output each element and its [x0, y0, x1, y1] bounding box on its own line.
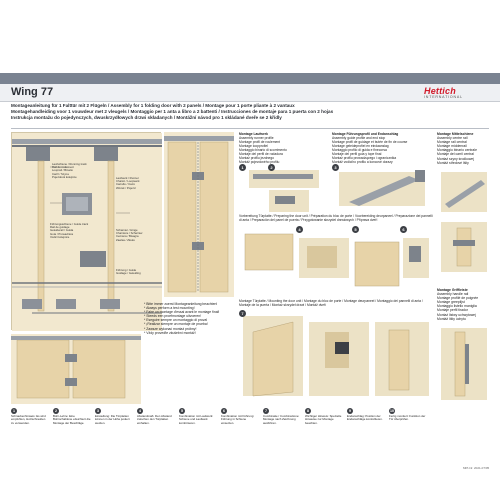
overview-drawing-svg — [12, 133, 162, 331]
legend-item: 4 Abstandmaß: Den Abstand zwischen den T… — [137, 408, 172, 425]
door-frame-drawing — [11, 334, 141, 404]
symbol-legend: 1 Schraubenhinweis: Es wird empfohlen, H… — [11, 408, 431, 468]
callout-running-track: Laufschiene / Running track Rail de roul… — [52, 162, 87, 179]
legend-item: 3 Einstellung: Die Türplatten können in … — [95, 408, 130, 425]
logo-text: Hettich — [424, 86, 456, 96]
legend-item: 10 Fertig montiert: Funktion der Tür übe… — [389, 408, 426, 422]
door-prep-heading: Vorbereitung Türplatte / Preparing the d… — [239, 214, 433, 222]
callout-guide: Führung / Guide Guidage / Geleiding — [116, 268, 141, 276]
step-number-badge: 3 — [332, 164, 339, 171]
callout-guide-track: Führungsschiene / Guide track Rail de gu… — [50, 222, 89, 239]
door-mount-heading: Montage Türplatte / Mounting the door un… — [239, 299, 423, 307]
door-mount-drawing — [243, 316, 429, 397]
callout-runner: Laufwerk / Runner Chariot / Loopwerk Car… — [116, 176, 140, 190]
document-code: MPI-Nr. 2021-07/05 — [463, 466, 490, 470]
callout-hinge: Scharnier / Hinge Charnière / Scharnier … — [116, 228, 143, 242]
note-item: * Eseguire sempre un montaggio di prova! — [144, 318, 208, 323]
note-item: * Always perform a test mounting! — [144, 306, 195, 311]
runner-block — [26, 147, 50, 161]
overview-drawing: Laufschiene / Running track Rail de roul… — [11, 132, 162, 331]
step-number-badge: 1 — [239, 164, 246, 171]
subtitle-block: Montageanleitung für 1 Falttür mit 2 Flü… — [11, 103, 391, 121]
legend-item: 9 Endanschlag: Position der Endanschläge… — [347, 408, 383, 422]
note-item: * Faire un montage d'essai avant le mont… — [144, 310, 220, 315]
guide-block — [80, 251, 106, 267]
handle-rail-text: Montage Griffleiste Assembly handle rail… — [437, 288, 479, 321]
legend-item: 7 Combinatie / Combinazione: Montage nac… — [263, 408, 300, 425]
note-item: * ¡Realizar siempre un montaje de prueba… — [144, 322, 208, 327]
legend-item: 8 Wichtiger Hinweis: Spezielle Hinweise … — [305, 408, 342, 425]
guide-panel-text: Montage Führungsprofil und Endanschlag A… — [332, 132, 408, 164]
note-item: * Bitte immer zuerst Montageanleitung be… — [144, 302, 218, 306]
hettich-logo: Hettich INTERNATIONAL — [424, 86, 490, 102]
step-number-badge: 4 — [296, 226, 303, 233]
runner-guide-steps-drawing — [249, 170, 425, 212]
door-panel-edge — [107, 160, 115, 312]
subtitle-line: Instrukcja montażu do pojedynczych, dwus… — [11, 115, 282, 120]
legend-item: 2 Bohr-Lehre: Eine Bohrschablone erleich… — [53, 408, 91, 425]
page-title: Wing 77 — [11, 86, 54, 98]
subtitle-line: Montagehandleiding voor 1 vouwdeur met 2… — [11, 109, 334, 114]
step-number-badge: 5 — [352, 226, 359, 233]
runner-panel-text: Montage Laufwerk Assembly runner profile… — [239, 132, 287, 164]
legend-item: 6 Kombination mit Führung: Führung in Sc… — [221, 408, 255, 425]
divider — [11, 128, 489, 129]
door-panel-edge — [37, 160, 45, 312]
top-band — [0, 73, 500, 84]
legend-item: 1 Schraubenhinweis: Es wird empfohlen, H… — [11, 408, 46, 425]
logo-subtext: INTERNATIONAL — [424, 95, 463, 99]
step-number-badge: 2 — [268, 164, 275, 171]
note-item: * Vždy proveďte zkušební montáž! — [144, 330, 196, 335]
note-item: * Zawsze wykonać montaż próbny! — [144, 326, 197, 331]
runner-block — [94, 147, 118, 161]
step-number-badge: 7 — [239, 310, 246, 317]
centre-rail-drawing — [441, 172, 487, 272]
note-item: * Steeds een proefmontage uitvoeren! — [144, 314, 202, 319]
running-track — [12, 139, 162, 144]
step-number-badge: 6 — [400, 226, 407, 233]
centre-rail-text: Montage Mittelschiene Assembly centre ra… — [437, 132, 477, 165]
door-prep-drawing — [244, 233, 429, 287]
legend-item: 5 Kombination mit Laufwerk: Schiene und … — [179, 408, 214, 425]
safety-notes: * Bitte immer zuerst Montageanleitung be… — [144, 302, 264, 335]
subtitle-line: Montageanleitung für 1 Falttür mit 2 Flü… — [11, 103, 295, 108]
door-elevation-drawing — [164, 132, 234, 297]
handle-rail-drawing — [441, 328, 487, 400]
title-bar — [0, 84, 500, 102]
